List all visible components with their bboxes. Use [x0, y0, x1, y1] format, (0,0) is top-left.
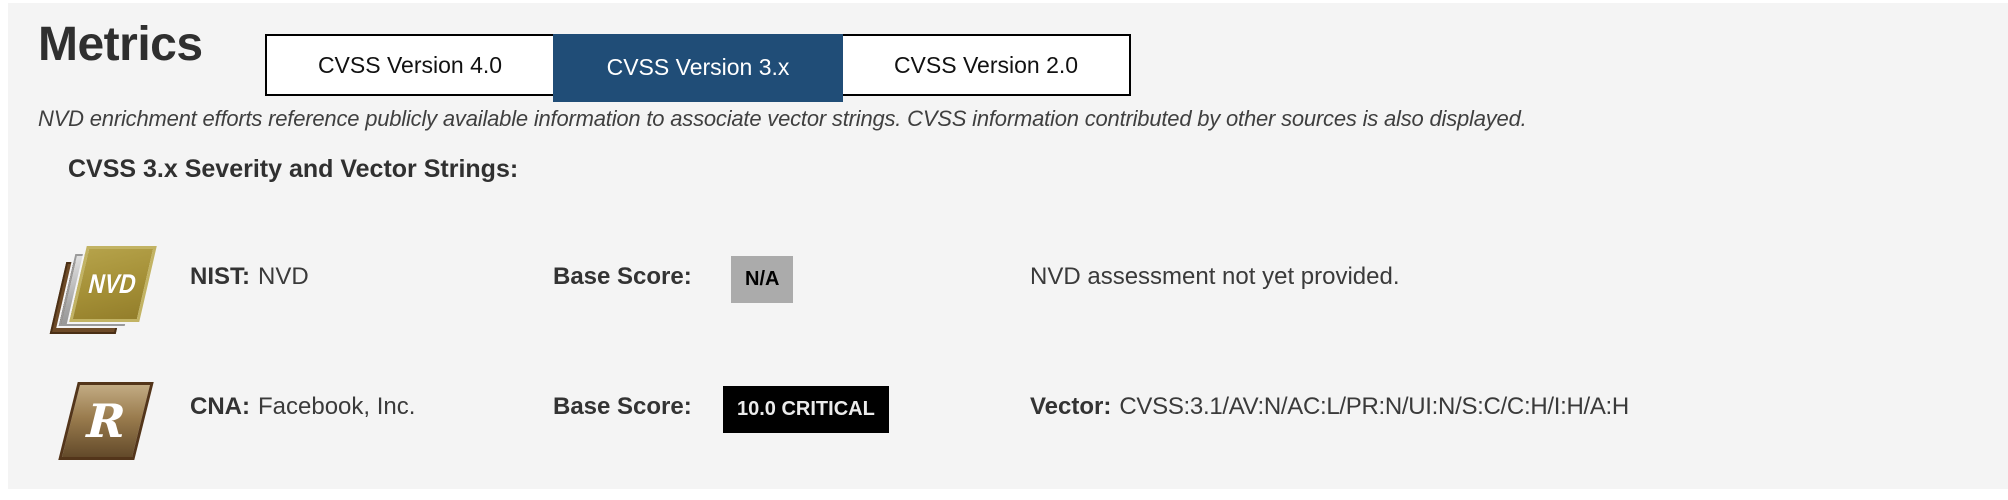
source-label: CNA: — [190, 393, 250, 420]
vector-label: Vector: — [1030, 393, 1112, 420]
source-value: Facebook, Inc. — [258, 393, 416, 420]
base-score-badge-na: N/A — [731, 256, 794, 303]
tab-cvss-version-2-0[interactable]: CVSS Version 2.0 — [841, 34, 1131, 96]
cna-icon-label: R — [80, 394, 132, 448]
enrichment-note: NVD enrichment efforts reference publicl… — [38, 106, 1527, 131]
tab-cvss-version-4-0[interactable]: CVSS Version 4.0 — [265, 34, 555, 96]
vector-string: CVSS:3.1/AV:N/AC:L/PR:N/UI:N/S:C/C:H/I:H… — [1119, 393, 1629, 420]
cna-icon-card: R — [58, 382, 154, 460]
nvd-assessment-note: NVD assessment not yet provided. — [1030, 263, 1400, 290]
cna-source-icon: R — [58, 382, 160, 464]
base-score-label-nist: Base Score: — [553, 263, 692, 290]
vector-string-row: Vector: CVSS:3.1/AV:N/AC:L/PR:N/UI:N/S:C/… — [1030, 393, 1629, 421]
tab-cvss-version-3-x[interactable]: CVSS Version 3.x — [553, 34, 843, 102]
base-score-badge-critical[interactable]: 10.0 CRITICAL — [723, 386, 889, 433]
base-score-label-cna: Base Score: — [553, 393, 692, 420]
source-label: NIST: — [190, 263, 250, 290]
source-value: NVD — [258, 263, 309, 290]
nvd-icon-label: NVD — [86, 268, 140, 299]
severity-vector-heading: CVSS 3.x Severity and Vector Strings: — [68, 155, 519, 183]
page-title: Metrics — [38, 18, 203, 71]
source-nist: NIST: NVD — [190, 263, 309, 291]
cvss-version-tabs: CVSS Version 4.0 CVSS Version 3.x CVSS V… — [265, 34, 1131, 102]
nvd-source-icon: NVD — [49, 245, 166, 340]
source-cna: CNA: Facebook, Inc. — [190, 393, 415, 421]
metrics-panel: Metrics CVSS Version 4.0 CVSS Version 3.… — [8, 3, 2008, 489]
